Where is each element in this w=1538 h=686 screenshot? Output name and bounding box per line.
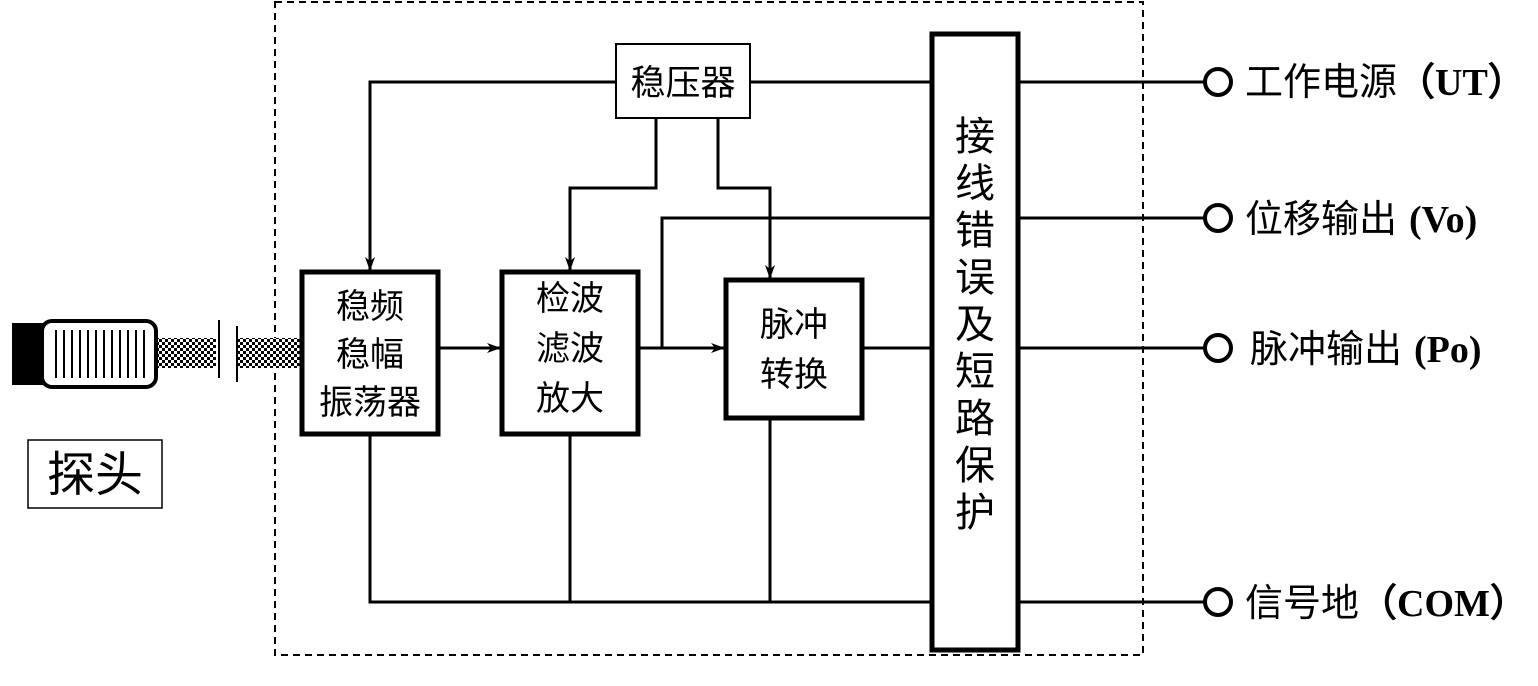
terminal-circle-icon: [1203, 203, 1233, 233]
detector-line-1: 检波: [536, 279, 604, 319]
protection-char-1: 接: [955, 114, 995, 160]
probe-label-box: 探头: [27, 439, 163, 509]
terminal-displacement: 位移输出(Vo): [1203, 197, 1477, 241]
terminal-ground-label: 信号地（COM）: [1245, 581, 1528, 625]
terminal-pulse-label: 脉冲输出(Po): [1250, 327, 1482, 371]
terminal-power-label: 工作电源（UT）: [1245, 60, 1526, 104]
protection-char-4: 误: [955, 255, 995, 301]
protection-char-5: 及: [955, 302, 995, 348]
protection-char-7: 路: [955, 396, 995, 442]
terminal-power: 工作电源（UT）: [1203, 60, 1526, 104]
pulse-converter-line-1: 脉冲: [760, 305, 828, 345]
regulator-block: 稳压器: [615, 43, 751, 119]
regulator-label: 稳压器: [630, 64, 735, 104]
pulse-converter-line-2: 转换: [760, 355, 828, 395]
pulse-converter-block: 脉冲 转换: [723, 277, 865, 421]
probe-icon: [12, 319, 158, 389]
connection-wires: [365, 80, 1204, 604]
oscillator-line-2: 稳幅: [336, 335, 404, 375]
terminal-circle-icon: [1203, 587, 1233, 617]
terminal-circle-icon: [1203, 67, 1233, 97]
terminal-pulse: 脉冲输出(Po): [1203, 327, 1482, 371]
probe-cable: [158, 320, 302, 382]
sensor-enclosure: [274, 1, 1144, 656]
oscillator-line-1: 稳频: [336, 287, 404, 327]
oscillator-line-3: 振荡器: [319, 383, 421, 423]
detector-line-2: 滤波: [536, 329, 604, 369]
protection-char-9: 护: [955, 490, 995, 536]
probe-label: 探头: [47, 447, 143, 503]
protection-char-6: 短: [955, 349, 995, 395]
detector-block: 检波 滤波 放大: [499, 269, 641, 437]
protection-block: 接 线 错 误 及 短 路 保 护: [929, 31, 1021, 653]
oscillator-block: 稳频 稳幅 振荡器: [299, 269, 441, 437]
protection-char-3: 错: [955, 208, 995, 254]
detector-line-3: 放大: [536, 379, 604, 419]
terminal-displacement-label: 位移输出(Vo): [1245, 197, 1477, 241]
protection-char-8: 保: [955, 443, 995, 489]
protection-char-2: 线: [955, 161, 995, 207]
terminal-ground: 信号地（COM）: [1203, 581, 1528, 625]
terminal-circle-icon: [1203, 333, 1233, 363]
